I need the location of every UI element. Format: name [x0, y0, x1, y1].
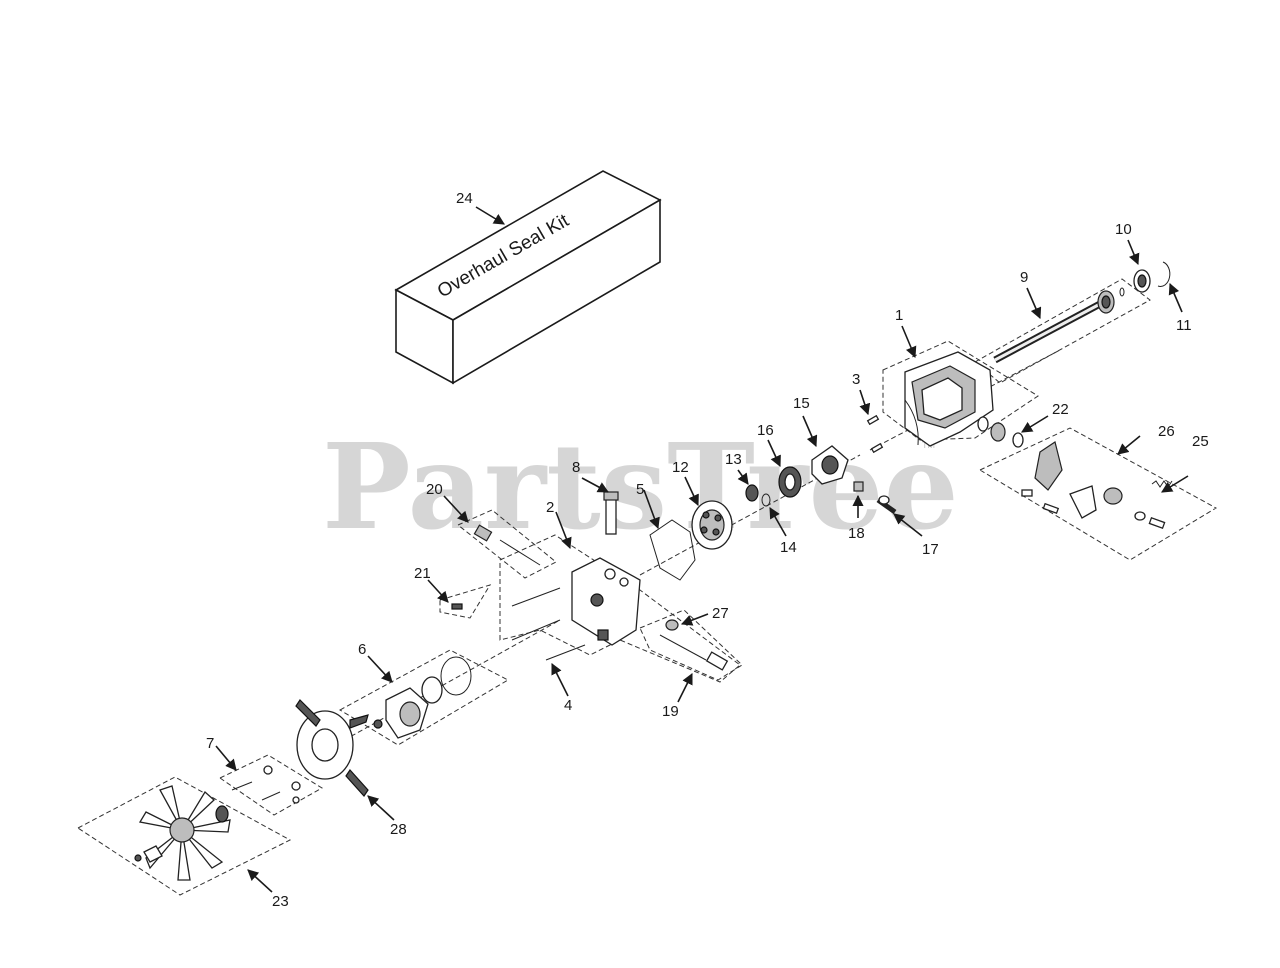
callout-24[interactable]: 24: [456, 190, 473, 207]
callout-10[interactable]: 10: [1115, 221, 1132, 238]
callout-arrow-icon: [367, 795, 395, 821]
callout-4[interactable]: 4: [564, 697, 572, 714]
callout-arrow-icon: [367, 655, 393, 683]
callout-arrow-icon: [1161, 475, 1189, 493]
part-2-center-section[interactable]: [571, 557, 641, 646]
callout-28[interactable]: 28: [390, 821, 407, 838]
callout-11[interactable]: 11: [1176, 317, 1192, 334]
watermark-text: PartsTree: [322, 417, 959, 556]
group-outlines: [77, 278, 1218, 896]
group-outline-1: [882, 340, 1039, 441]
callout-arrows: [215, 206, 1189, 893]
callout-20[interactable]: 20: [426, 481, 443, 498]
group-outline-21: [439, 584, 492, 619]
group-outline-26: [978, 427, 1218, 561]
callout-13[interactable]: 13: [725, 451, 742, 468]
callout-arrow-icon: [677, 672, 693, 703]
part-8-valve[interactable]: [603, 491, 619, 535]
part-18-nut[interactable]: [853, 481, 864, 492]
callout-22[interactable]: 22: [1052, 401, 1069, 418]
part-11-snap-ring[interactable]: [1157, 261, 1171, 287]
part-20-bypass-valve[interactable]: [473, 524, 541, 566]
callout-7[interactable]: 7: [206, 735, 214, 752]
callout-23[interactable]: 23: [272, 893, 289, 910]
part-26-control-arm[interactable]: [1021, 441, 1166, 530]
part-6-charge-pump[interactable]: [373, 656, 472, 739]
callout-arrow-icon: [247, 869, 273, 893]
part-15-swashplate[interactable]: [811, 445, 849, 485]
callout-15[interactable]: 15: [793, 395, 810, 412]
group-outline-19: [639, 609, 743, 681]
part-3-pin[interactable]: [866, 414, 884, 454]
part-23-fan[interactable]: [134, 785, 231, 881]
callout-2[interactable]: 2: [546, 499, 554, 516]
callout-arrow-icon: [443, 495, 469, 523]
group-outline-6: [338, 649, 510, 746]
part-13-spring[interactable]: [745, 484, 759, 502]
callout-arrow-icon: [901, 325, 917, 359]
callout-arrow-icon: [859, 389, 871, 416]
callout-arrow-icon: [555, 511, 572, 550]
callout-12[interactable]: 12: [672, 459, 689, 476]
callout-25[interactable]: 25: [1192, 433, 1209, 450]
callout-8[interactable]: 8: [572, 459, 580, 476]
part-1-housing[interactable]: [904, 351, 994, 447]
callout-arrow-icon: [680, 613, 709, 626]
part-14-washer[interactable]: [761, 493, 771, 507]
part-17-input-shaft[interactable]: [876, 495, 897, 515]
group-outline-20: [457, 509, 557, 579]
part-27-plug[interactable]: [665, 619, 679, 631]
callout-arrow-icon: [1117, 435, 1141, 455]
callout-arrow-icon: [475, 206, 505, 225]
part-7-bolts[interactable]: [231, 765, 301, 804]
callout-arrow-icon: [769, 507, 787, 537]
callout-arrow-icon: [427, 579, 449, 603]
callout-26[interactable]: 26: [1158, 423, 1175, 440]
callout-27[interactable]: 27: [712, 605, 729, 622]
part-9-shaft[interactable]: [993, 287, 1125, 364]
callout-arrow-icon: [767, 439, 781, 468]
callout-19[interactable]: 19: [662, 703, 679, 720]
callout-14[interactable]: 14: [780, 539, 797, 556]
part-19-valve[interactable]: [659, 634, 729, 671]
callout-arrow-icon: [551, 662, 569, 697]
callout-arrow-icon: [581, 477, 609, 493]
callout-18[interactable]: 18: [848, 525, 865, 542]
watermark: PartsTree TM: [322, 417, 959, 556]
callout-labels: 24 1 9 10 11 3 22 26 25 15 16 13 14 12 1…: [206, 190, 1209, 910]
part-10-bearing[interactable]: [1133, 269, 1151, 293]
part-22-seal[interactable]: [977, 416, 1024, 448]
part-28-fan-bracket[interactable]: [295, 699, 369, 797]
callout-arrow-icon: [643, 489, 660, 530]
callout-arrow-icon: [737, 469, 749, 485]
callout-arrow-icon: [215, 745, 237, 771]
group-outline-7: [219, 754, 323, 816]
callout-17[interactable]: 17: [922, 541, 939, 558]
callout-arrow-icon: [893, 513, 923, 537]
group-outline-2: [499, 534, 741, 683]
callout-3[interactable]: 3: [852, 371, 860, 388]
callout-arrow-icon: [802, 415, 818, 448]
part-4-bolts[interactable]: [511, 587, 586, 661]
callout-16[interactable]: 16: [757, 422, 774, 439]
callout-arrow-icon: [1026, 287, 1042, 320]
part-21-plug[interactable]: [451, 603, 463, 610]
callout-arrow-icon: [684, 476, 699, 507]
part-24-overhaul-seal-kit[interactable]: Overhaul Seal Kit: [394, 170, 662, 385]
part-16-thrust-bearing[interactable]: [778, 466, 802, 498]
callout-1[interactable]: 1: [895, 307, 903, 324]
callout-arrow-icon: [1021, 415, 1049, 433]
callout-21[interactable]: 21: [414, 565, 431, 582]
callout-arrow-icon: [1127, 239, 1140, 266]
group-outline-23: [77, 776, 292, 896]
callout-6[interactable]: 6: [358, 641, 366, 658]
part-12-cylinder-block[interactable]: [691, 500, 733, 550]
callout-arrow-icon: [1168, 282, 1183, 313]
callout-9[interactable]: 9: [1020, 269, 1028, 286]
part-5-o-ring[interactable]: [649, 519, 696, 581]
callout-5[interactable]: 5: [636, 481, 644, 498]
group-outline-9: [974, 278, 1151, 384]
